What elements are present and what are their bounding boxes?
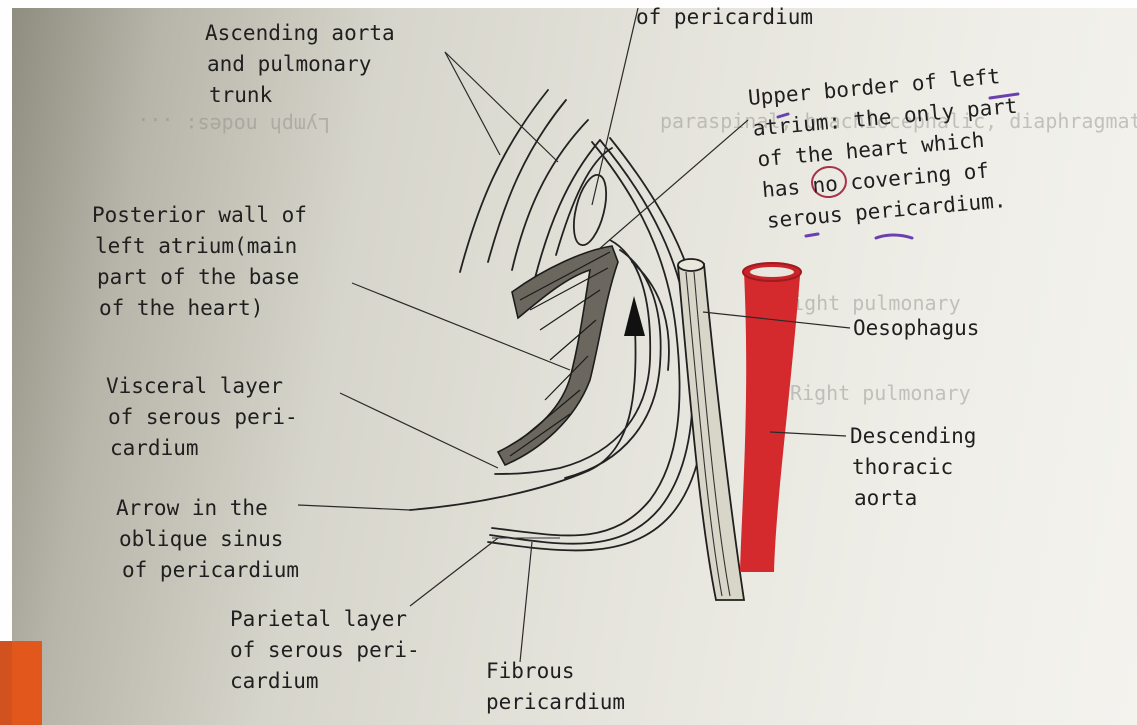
- svg-text:Right pulmonary: Right pulmonary: [780, 291, 961, 315]
- label-pericardium-top: of pericardium: [636, 5, 813, 29]
- svg-text:of the heart): of the heart): [99, 296, 263, 320]
- svg-text:Oesophagus: Oesophagus: [853, 316, 979, 340]
- svg-text:left atrium(main: left atrium(main: [95, 234, 297, 258]
- svg-text:Descending: Descending: [850, 424, 976, 448]
- svg-text:of pericardium: of pericardium: [636, 5, 813, 29]
- label-ascending-aorta: Ascending aorta and pulmonary trunk: [205, 21, 395, 107]
- leader-arrow: [298, 505, 410, 510]
- svg-text:Posterior wall of: Posterior wall of: [92, 203, 307, 227]
- svg-text:pericardium: pericardium: [486, 690, 625, 714]
- left-atrium-wall: [498, 246, 618, 465]
- svg-text:trunk: trunk: [209, 83, 273, 107]
- svg-text:of pericardium: of pericardium: [122, 558, 299, 582]
- label-parietal-layer: Parietal layer of serous peri- cardium: [230, 607, 420, 693]
- svg-text:oblique sinus: oblique sinus: [119, 527, 283, 551]
- leader-parietal: [410, 538, 498, 606]
- svg-text:of serous peri-: of serous peri-: [230, 638, 420, 662]
- label-arrow-sinus: Arrow in the oblique sinus of pericardiu…: [116, 496, 299, 582]
- label-visceral-layer: Visceral layer of serous peri- cardium: [106, 374, 298, 460]
- leader-visceral: [340, 393, 498, 468]
- svg-text:and pulmonary: and pulmonary: [207, 52, 371, 76]
- label-descending-aorta: Descending thoracic aorta: [850, 424, 976, 510]
- svg-text:Ascending aorta: Ascending aorta: [205, 21, 395, 45]
- leader-upper-border: [598, 120, 748, 250]
- svg-text:Lymph nodes: ...: Lymph nodes: ...: [137, 113, 330, 137]
- svg-text:Visceral layer: Visceral layer: [106, 374, 283, 398]
- label-upper-border: Upper border of left atrium: the only pa…: [747, 63, 1026, 234]
- svg-text:thoracic: thoracic: [852, 455, 953, 479]
- underline-mark-4: [876, 235, 912, 238]
- leader-aorta-1: [445, 52, 500, 155]
- great-vessels: [460, 90, 612, 278]
- svg-text:part of the base: part of the base: [97, 265, 299, 289]
- leader-pericardium-top: [592, 8, 638, 205]
- underline-mark-3: [806, 234, 818, 236]
- label-fibrous: Fibrous pericardium: [486, 659, 625, 714]
- svg-text:cardium: cardium: [230, 669, 319, 693]
- leader-fibrous: [520, 542, 532, 662]
- svg-text:Right pulmonary: Right pulmonary: [790, 381, 971, 405]
- oblique-sinus-arrow[interactable]: [410, 296, 645, 510]
- label-oesophagus: Oesophagus: [853, 316, 979, 340]
- svg-text:Parietal layer: Parietal layer: [230, 607, 407, 631]
- label-posterior-wall: Posterior wall of left atrium(main part …: [92, 203, 307, 320]
- svg-text:aorta: aorta: [854, 486, 917, 510]
- leader-aorta-2: [445, 52, 558, 162]
- oesophagus[interactable]: [678, 259, 744, 600]
- svg-text:of serous peri-: of serous peri-: [108, 405, 298, 429]
- svg-text:cardium: cardium: [110, 436, 199, 460]
- svg-text:Fibrous: Fibrous: [486, 659, 575, 683]
- svg-text:Arrow in the: Arrow in the: [116, 496, 268, 520]
- descending-aorta[interactable]: [740, 263, 801, 572]
